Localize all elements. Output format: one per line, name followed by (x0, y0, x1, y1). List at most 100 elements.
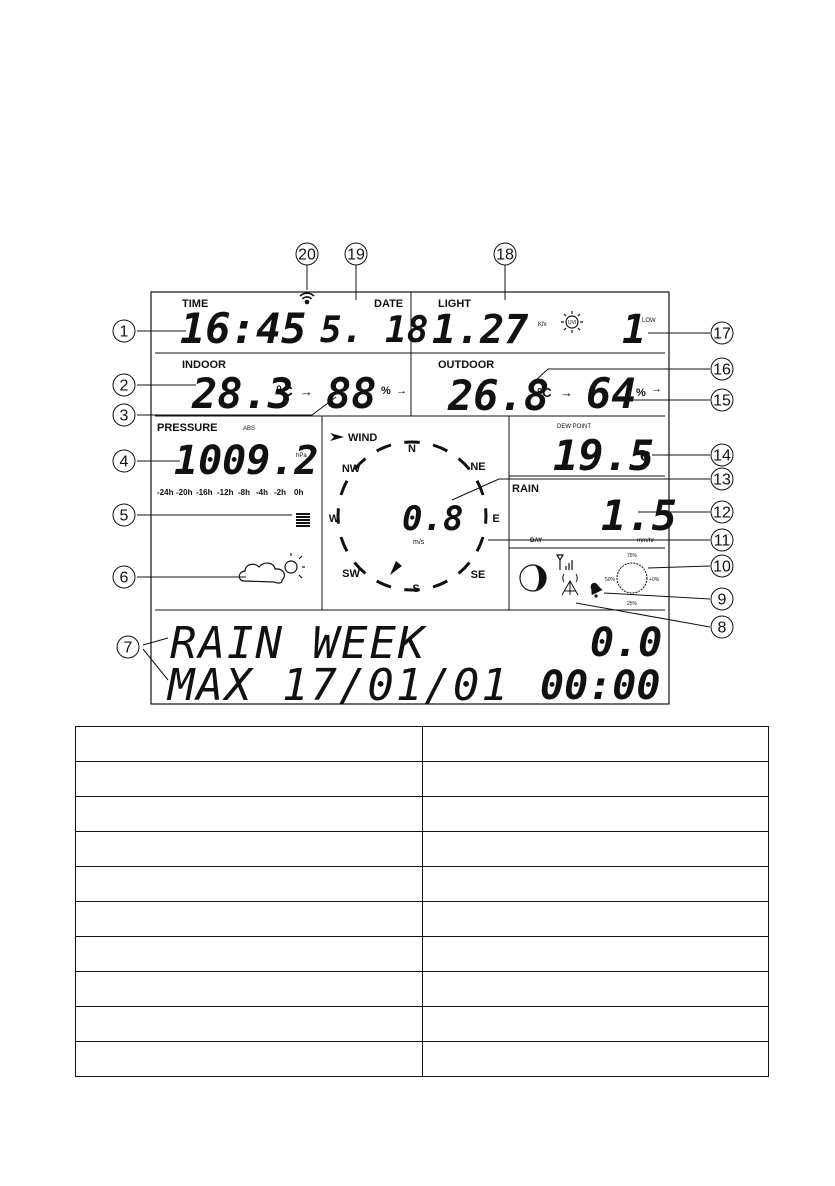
light-label: LIGHT (438, 298, 471, 310)
legend-cell (75, 936, 423, 972)
wind-dir-w: W (329, 513, 340, 525)
legend-cell (75, 796, 423, 832)
humidity-gauge-icon (616, 562, 648, 594)
callout-number: 19 (347, 247, 365, 264)
lcd-dividers (155, 292, 665, 611)
legend-row (75, 761, 769, 797)
date-value: 5. 18 (320, 310, 428, 351)
gauge-tick-bottom: 25% (627, 601, 638, 607)
callout-circle (112, 449, 136, 473)
pressure-history-label: -20h (176, 488, 193, 497)
wind-dial-segment (457, 561, 471, 575)
outdoor-temp: 26.8 (447, 371, 549, 420)
wind-dir-n: N (408, 443, 416, 455)
legend-row (75, 971, 769, 1007)
wind-compass-dial (336, 440, 488, 592)
pressure-history-label: -2h (274, 488, 286, 497)
legend-cell (421, 761, 769, 797)
wind-unit: m/s (413, 539, 425, 546)
time-value: 16:45 (180, 304, 306, 353)
legend-cell (75, 831, 423, 867)
indoor-label: INDOOR (182, 359, 226, 371)
indoor-temp-unit: °C (276, 383, 293, 400)
wind-label: WIND (348, 432, 377, 444)
rain-unit: mm/hr (637, 538, 654, 544)
outdoor-arrow-icon: → (560, 385, 573, 400)
callout-circle (710, 321, 734, 345)
wind-dir-s: S (412, 583, 419, 595)
callout-circle (710, 467, 734, 491)
legend-row (75, 866, 769, 902)
legend-cell (421, 1041, 769, 1077)
dew-point-label: DEW POINT (557, 424, 591, 430)
callout-circle (710, 388, 734, 412)
legend-row (75, 1041, 769, 1077)
wind-dial-segment (353, 561, 367, 575)
callout-circle (344, 242, 368, 266)
rain-label: RAIN (512, 483, 539, 495)
moon-phase-icon (519, 564, 547, 592)
legend-row (75, 1006, 769, 1042)
callout-circle (710, 443, 734, 467)
rf-tower-icon (561, 573, 579, 596)
outdoor-temp-unit: °C (537, 385, 552, 400)
rain-value: 1.5 (601, 491, 677, 540)
callout-leaders (137, 265, 711, 681)
wind-arrow-icon (330, 433, 344, 441)
callout-number: 13 (713, 472, 731, 489)
wind-dial-segment (375, 579, 392, 589)
uvi-level: LOW (642, 318, 656, 324)
bottom-line1-value: 0.0 (590, 620, 662, 666)
bottom-line2-text: MAX 17/01/01 (166, 660, 510, 711)
legend-cell (75, 1006, 423, 1042)
callout-number: 17 (713, 326, 731, 343)
callout-circle (112, 403, 136, 427)
callout-number: 5 (120, 508, 129, 525)
indoor-temp: 28.3 (191, 369, 293, 418)
callout-number: 2 (120, 378, 129, 395)
callout-circle (295, 242, 319, 266)
legend-cell (421, 866, 769, 902)
legend-cell (421, 831, 769, 867)
wifi-icon (299, 292, 315, 305)
pressure-value: 1009.2 (174, 438, 319, 484)
callout-number: 10 (713, 559, 731, 576)
wind-dial-segment (375, 443, 392, 453)
legend-cell (75, 1041, 423, 1077)
light-value: 1.27 (432, 307, 528, 353)
legend-cell (421, 971, 769, 1007)
pressure-bar-graph-icon (296, 513, 310, 527)
legend-row (75, 901, 769, 937)
callout-number: 11 (714, 533, 731, 550)
callout-number: 8 (718, 620, 727, 637)
wind-dial-segment (353, 457, 367, 471)
callout-number: 3 (120, 408, 129, 425)
wind-direction-pointer-icon (390, 561, 402, 575)
legend-cell (75, 971, 423, 1007)
pressure-unit: hPa (296, 453, 307, 459)
indoor-humidity: 88 (326, 369, 377, 418)
wind-dial-segment (457, 457, 471, 471)
callout-number: 15 (713, 393, 731, 410)
callout-number: 6 (120, 570, 129, 587)
callout-number: 20 (298, 247, 316, 264)
wind-dial-segment (432, 579, 449, 589)
callout-circle (112, 373, 136, 397)
callout-circle (710, 500, 734, 524)
pressure-mode: ABS (243, 426, 255, 432)
callout-circle (710, 587, 734, 611)
indoor-arrow-icon: → (300, 384, 313, 399)
bottom-line1-text: RAIN WEEK (170, 618, 428, 669)
wind-dir-e: E (492, 513, 499, 525)
wind-dial-segment (339, 536, 349, 553)
legend-cell (75, 866, 423, 902)
gauge-tick-left: 50% (605, 577, 616, 583)
callout-circle (112, 503, 136, 527)
wind-dir-ne: NE (470, 461, 485, 473)
callout-number: 16 (713, 362, 731, 379)
legend-cell (421, 796, 769, 832)
legend-cell (75, 761, 423, 797)
dew-point-unit: °C (634, 448, 651, 465)
gauge-tick-right: +0% (649, 577, 660, 583)
